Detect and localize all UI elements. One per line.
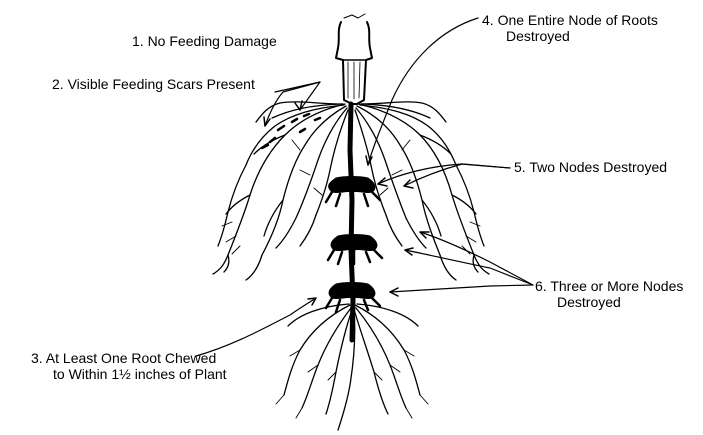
label-line: 6. Three or More Nodes xyxy=(535,278,683,294)
label-line: 1. No Feeding Damage xyxy=(132,33,277,49)
label-line: 2. Visible Feeding Scars Present xyxy=(52,76,255,92)
label-line: Destroyed xyxy=(482,28,658,44)
label-line: 4. One Entire Node of Roots xyxy=(482,12,658,28)
label-no-feeding-damage: 1. No Feeding Damage xyxy=(132,33,277,49)
label-visible-feeding-scars: 2. Visible Feeding Scars Present xyxy=(52,76,255,92)
label-one-root-chewed: 3. At Least One Root Chewed to Within 1½… xyxy=(31,350,227,382)
label-line: Destroyed xyxy=(535,294,683,310)
label-line: 3. At Least One Root Chewed xyxy=(31,350,227,366)
label-two-nodes-destroyed: 5. Two Nodes Destroyed xyxy=(514,159,667,175)
label-three-or-more-nodes-destroyed: 6. Three or More Nodes Destroyed xyxy=(535,278,683,310)
label-line: to Within 1½ inches of Plant xyxy=(31,366,227,382)
label-line: 5. Two Nodes Destroyed xyxy=(514,159,667,175)
label-one-node-destroyed: 4. One Entire Node of Roots Destroyed xyxy=(482,12,658,44)
